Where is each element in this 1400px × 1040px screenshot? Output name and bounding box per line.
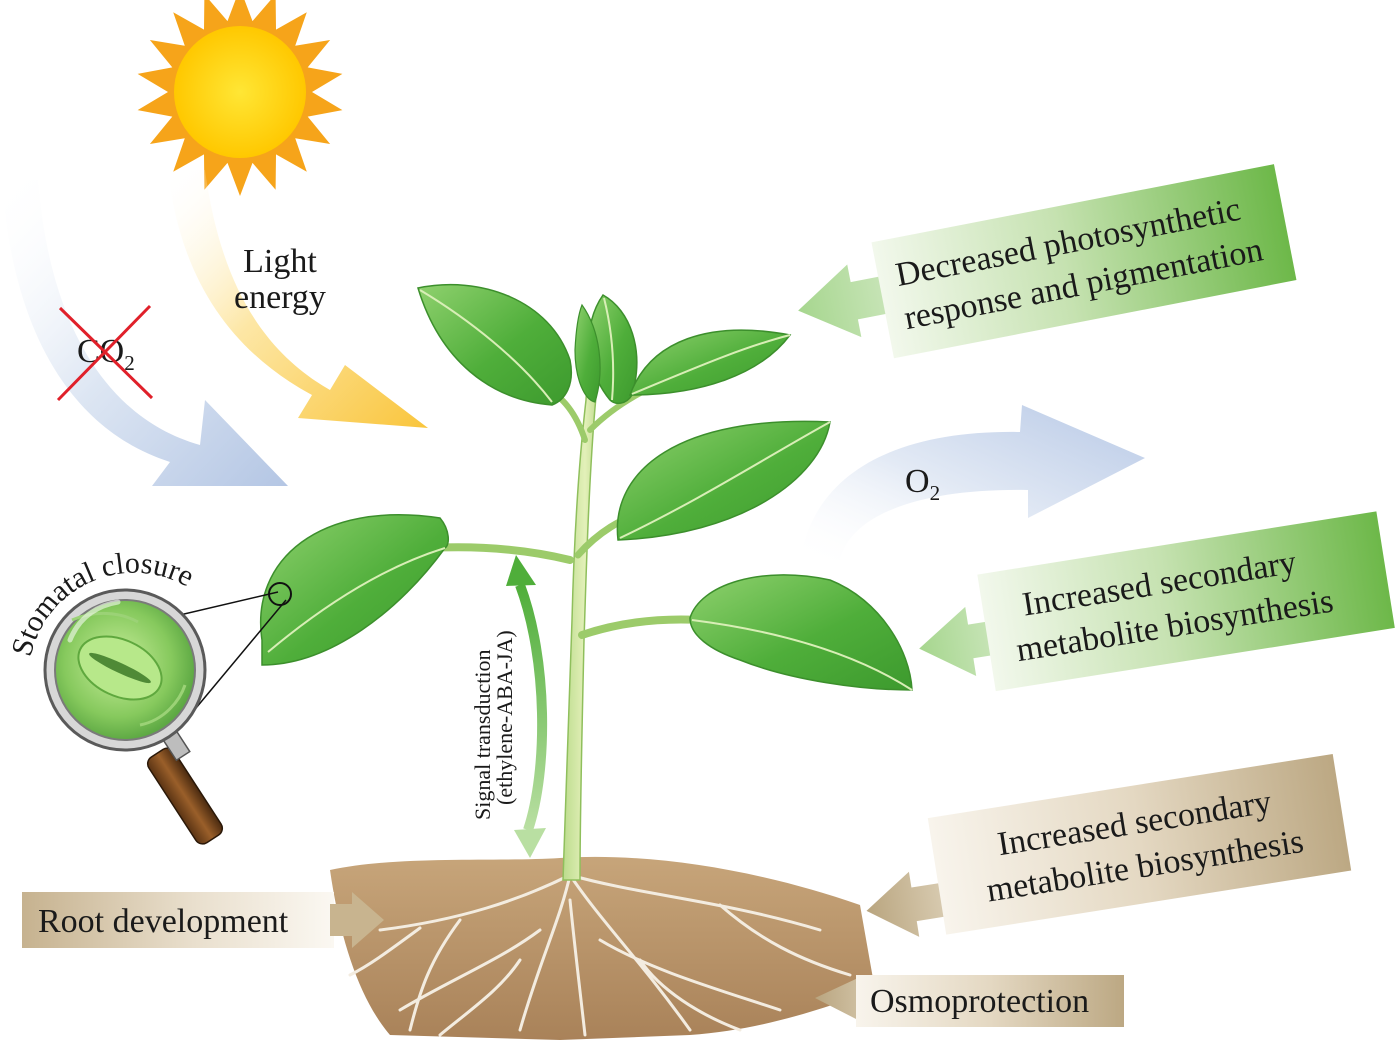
root-strand xyxy=(598,938,782,1012)
leaf-left-large xyxy=(260,514,450,666)
photosynthesis-box-bg xyxy=(871,164,1297,359)
branch-right-lower xyxy=(578,615,704,639)
blocked-cross-icon xyxy=(56,304,154,402)
root-strand xyxy=(518,873,572,1032)
branch-left xyxy=(426,543,574,564)
leaf-right-lower xyxy=(689,574,913,691)
signal-transduction-label: Signal transduction (ethylene-ABA-JA) xyxy=(470,630,517,820)
photosynthesis-pointer-arrow xyxy=(798,264,896,338)
secondary-root-box-bg xyxy=(927,753,1352,935)
root-strand xyxy=(378,873,572,932)
root-development-box: Root development xyxy=(22,892,384,948)
osmoprotection-pointer-arrow xyxy=(815,978,880,1020)
light-energy-label-line1: Light xyxy=(243,243,317,280)
root-development-box-bg xyxy=(22,892,334,948)
root-strand xyxy=(568,873,822,932)
root-development-pointer-arrow xyxy=(330,892,384,948)
root-development-label: Root development xyxy=(38,903,289,940)
secondary-leaf-box-bg xyxy=(977,511,1395,692)
root-strand xyxy=(638,958,742,1032)
secondary-leaf-pointer-arrow xyxy=(919,606,1001,677)
leaf-top-left xyxy=(417,283,572,406)
signal-transduction-line2: (ethylene-ABA-JA) xyxy=(492,630,517,805)
root-strand xyxy=(438,958,522,1037)
root-strand xyxy=(408,918,462,1032)
o2-arrow xyxy=(800,405,1145,560)
roots xyxy=(348,873,852,1037)
signal-transduction-arrow xyxy=(506,555,548,858)
soil xyxy=(330,856,875,1040)
co2-arrow xyxy=(2,180,288,486)
secondary-root-pointer-arrow xyxy=(866,871,951,937)
light-energy-arrow xyxy=(168,170,428,428)
magnifier-icon xyxy=(43,582,292,845)
o2-label: O2 xyxy=(905,463,940,505)
plant-illustration xyxy=(260,283,913,1040)
signal-transduction-line1: Signal transduction xyxy=(470,650,495,820)
root-strand xyxy=(568,873,692,1032)
stoma-icon xyxy=(71,611,187,727)
leaf-top-right xyxy=(628,329,792,396)
sun-icon xyxy=(137,0,343,196)
root-strand xyxy=(718,903,852,977)
photosynthesis-box: Decreased photosynthetic response and pi… xyxy=(798,164,1297,359)
leaf-right-middle xyxy=(616,420,831,541)
secondary-metabolite-leaf-box: Increased secondary metabolite biosynthe… xyxy=(919,511,1395,692)
osmoprotection-box-bg xyxy=(856,975,1124,1027)
osmoprotection-box: Osmoprotection xyxy=(815,975,1124,1027)
root-strand xyxy=(568,898,587,1037)
root-strand xyxy=(348,926,422,977)
secondary-metabolite-root-box: Increased secondary metabolite biosynthe… xyxy=(866,753,1352,937)
sun-disc xyxy=(174,26,306,158)
light-energy-label-line2: energy xyxy=(234,279,326,316)
leaf-top-small xyxy=(574,303,601,403)
osmoprotection-label: Osmoprotection xyxy=(870,983,1089,1020)
